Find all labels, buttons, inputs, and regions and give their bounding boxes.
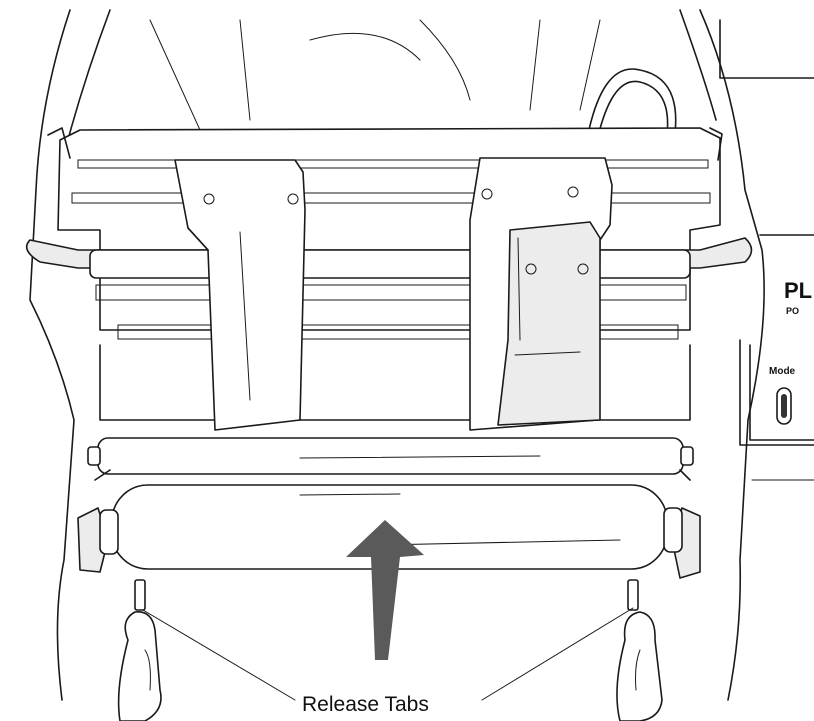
left-hand xyxy=(117,579,162,721)
printer-housing xyxy=(29,9,814,701)
mode-button-label: Mode xyxy=(769,366,796,377)
right-hand xyxy=(616,579,663,721)
up-arrow-icon xyxy=(346,520,424,660)
release-tabs-label: Release Tabs xyxy=(302,693,429,716)
control-panel: PL PO Mode xyxy=(769,278,812,425)
panel-brand-text: PL xyxy=(784,278,812,303)
panel-brand-subtext: PO xyxy=(786,306,799,316)
right-media-guide xyxy=(469,157,613,431)
left-media-guide xyxy=(174,159,306,431)
callout-lines xyxy=(142,607,634,701)
upper-frame xyxy=(25,127,753,421)
upper-roller xyxy=(87,437,694,475)
